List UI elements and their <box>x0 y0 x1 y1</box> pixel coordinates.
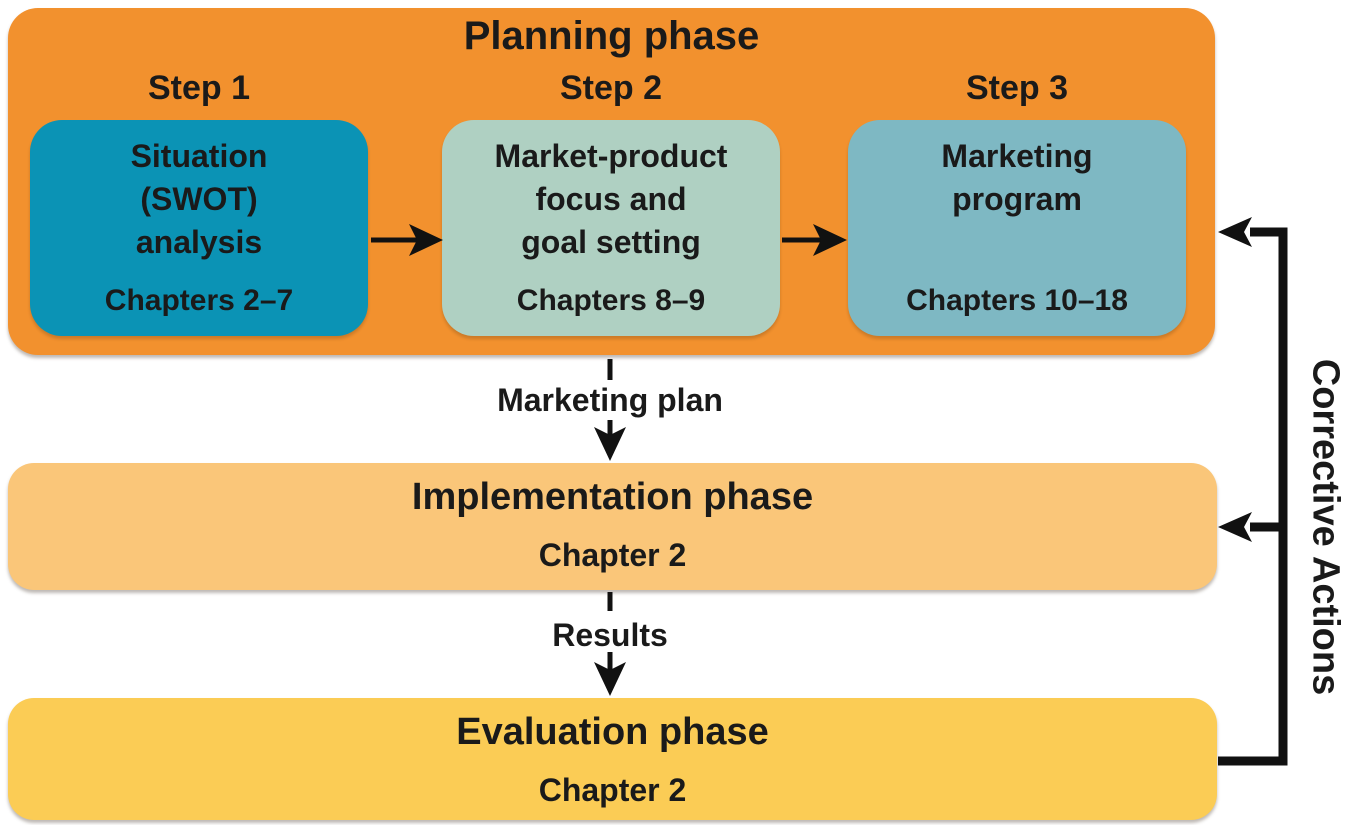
marketing-program-chapters: Chapters 10–18 <box>906 284 1128 317</box>
title-line: (SWOT) <box>140 181 258 217</box>
arrow-step2-to-step3-icon <box>782 224 847 256</box>
title-line: Marketing <box>941 138 1093 174</box>
evaluation-phase-box: Evaluation phase Chapter 2 <box>8 698 1217 820</box>
planning-phase-box: Planning phase Step 1 Step 2 Step 3 Situ… <box>8 8 1215 355</box>
title-line: analysis <box>135 224 263 260</box>
evaluation-phase-title: Evaluation phase <box>456 711 769 753</box>
title-line: Market-product <box>494 138 728 174</box>
marketing-program-box: Marketing program Chapters 10–18 <box>848 120 1186 336</box>
title-line: Situation <box>130 138 268 174</box>
results-label: Results <box>552 617 668 653</box>
arrow-planning-to-implementation-icon <box>594 359 626 461</box>
corrective-actions-path-icon <box>1218 217 1288 766</box>
arrow-implementation-to-evaluation-icon <box>594 592 626 696</box>
title-line: goal setting <box>521 224 701 260</box>
situation-analysis-box: Situation (SWOT) analysis Chapters 2–7 <box>30 120 368 336</box>
arrow-step1-to-step2-icon <box>371 224 443 256</box>
title-line: focus and <box>535 181 687 217</box>
step3-label: Step 3 <box>965 69 1069 107</box>
implementation-phase-chapter: Chapter 2 <box>538 537 687 573</box>
market-product-focus-chapters: Chapters 8–9 <box>516 284 706 317</box>
market-product-focus-box: Market-product focus and goal setting Ch… <box>442 120 780 336</box>
step2-label: Step 2 <box>559 69 663 107</box>
marketing-program-title: Marketing program <box>848 135 1186 221</box>
market-product-focus-title: Market-product focus and goal setting <box>442 135 780 264</box>
implementation-phase-box: Implementation phase Chapter 2 <box>8 463 1217 590</box>
step1-label: Step 1 <box>147 69 251 107</box>
implementation-phase-title: Implementation phase <box>411 476 814 518</box>
marketing-plan-label: Marketing plan <box>497 382 723 418</box>
situation-analysis-title: Situation (SWOT) analysis <box>30 135 368 264</box>
planning-phase-title: Planning phase <box>463 14 760 58</box>
situation-analysis-chapters: Chapters 2–7 <box>104 284 294 317</box>
evaluation-phase-chapter: Chapter 2 <box>538 772 687 808</box>
title-line: program <box>952 181 1082 217</box>
